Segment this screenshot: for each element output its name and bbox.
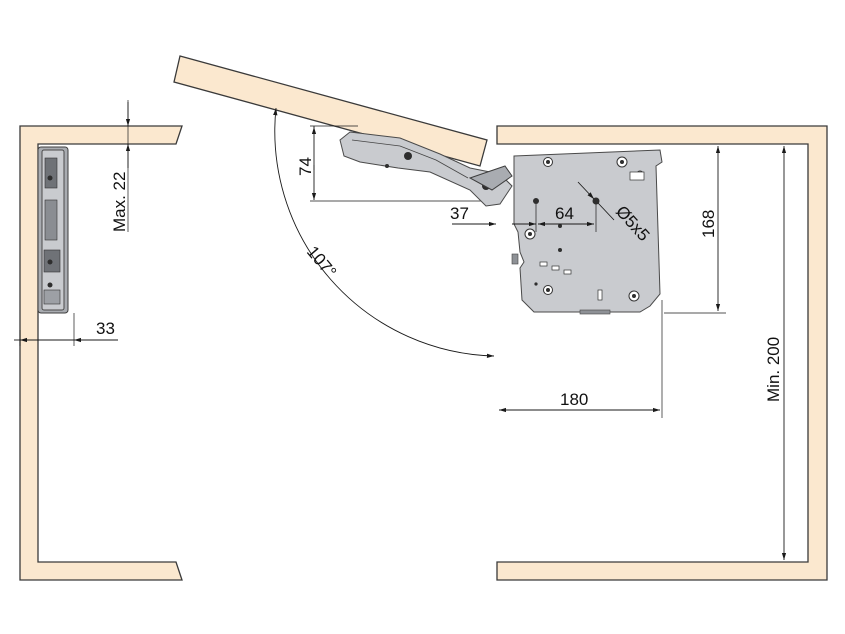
label-33: 33 — [96, 319, 115, 338]
label-37: 37 — [450, 204, 469, 223]
hinge-arm — [339, 131, 513, 207]
lift-flap — [173, 55, 488, 167]
label-180: 180 — [560, 390, 588, 409]
dimension-33: 33 — [14, 313, 118, 346]
right-cabinet — [496, 125, 828, 581]
left-cabinet — [19, 125, 183, 581]
left-hinge-mechanism — [37, 146, 69, 314]
label-min-200: Min. 200 — [764, 337, 783, 402]
label-64: 64 — [555, 204, 574, 223]
dimension-min-200: Min. 200 — [764, 146, 787, 560]
mechanism-housing — [511, 149, 663, 315]
label-74: 74 — [296, 157, 315, 176]
dimension-168: 168 — [664, 146, 726, 314]
dimension-max-22: Max. 22 — [110, 100, 131, 232]
label-max-22: Max. 22 — [110, 172, 129, 232]
label-107: 107° — [303, 242, 340, 281]
dimension-74: 74 — [296, 125, 500, 202]
dimension-180: 180 — [499, 300, 663, 418]
dimension-37: 37 — [450, 204, 537, 232]
label-168: 168 — [699, 210, 718, 238]
dimension-64: 64 — [538, 204, 597, 232]
